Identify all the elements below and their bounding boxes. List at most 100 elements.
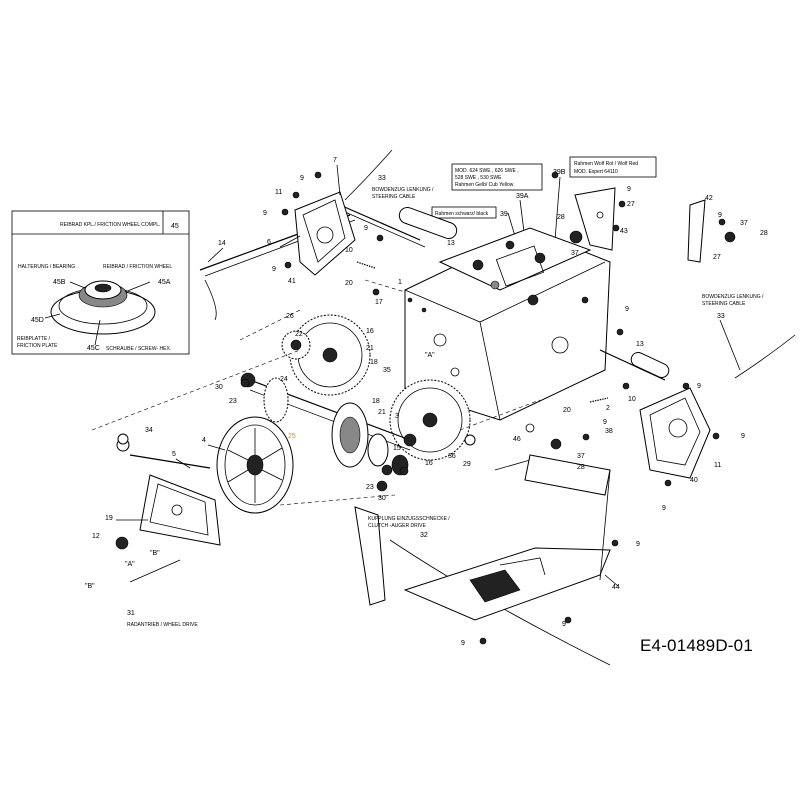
- svg-text:32: 32: [420, 532, 428, 539]
- inset-number: 45: [171, 223, 179, 230]
- svg-text:9: 9: [461, 640, 465, 647]
- ref-45B: 45B: [53, 279, 66, 286]
- svg-text:RADANTRIEB / WHEEL DRIVE: RADANTRIEB / WHEEL DRIVE: [127, 622, 198, 628]
- ref-39B: 39B: [553, 169, 566, 176]
- svg-text:10: 10: [345, 247, 353, 254]
- svg-text:9: 9: [603, 419, 607, 426]
- svg-text:11: 11: [275, 189, 282, 196]
- hardware: [117, 171, 726, 645]
- svg-text:BOWDENZUG LENKUNG /: BOWDENZUG LENKUNG /: [372, 187, 434, 193]
- svg-text:2: 2: [606, 405, 610, 412]
- svg-text:14: 14: [218, 240, 226, 247]
- wolf-line-1: Rahmen Wolf Rot / Wolf Red: [574, 161, 638, 167]
- svg-text:"B": "B": [150, 550, 160, 557]
- wolf-line-2: MOD. Expert 64110: [574, 169, 618, 175]
- svg-text:26: 26: [286, 313, 294, 320]
- svg-text:23: 23: [366, 484, 374, 491]
- svg-text:9: 9: [718, 212, 722, 219]
- wheel-drive-lever: "A" "B" "B" 31 RADANTRIEB / WHEEL DRIVE: [85, 438, 221, 628]
- svg-text:33: 33: [378, 175, 386, 182]
- svg-text:STEERING CABLE: STEERING CABLE: [372, 194, 416, 200]
- friction-wheel-inset: REIBRAD KPL./ FRICTION WHEEL COMPL. 45 H…: [11, 210, 190, 355]
- svg-text:16: 16: [425, 460, 433, 467]
- svg-text:37: 37: [740, 220, 748, 227]
- right-steering-bracket: [599, 349, 711, 479]
- bearing-label: HALTERUNG / BEARING: [18, 264, 75, 270]
- svg-text:22: 22: [295, 331, 303, 338]
- svg-text:28: 28: [577, 464, 585, 471]
- black-frame-label: Rahmen schwarz/ black: [435, 211, 489, 217]
- mod-line-3: Rahmen Gelb/ Cub Yellow: [455, 182, 514, 188]
- svg-text:43: 43: [620, 228, 628, 235]
- svg-text:29: 29: [463, 461, 471, 468]
- svg-text:15: 15: [393, 445, 401, 452]
- svg-text:9: 9: [741, 433, 745, 440]
- callout-25: 25: [288, 433, 296, 440]
- svg-text:16: 16: [366, 328, 374, 335]
- svg-text:BOWDENZUG LENKUNG /: BOWDENZUG LENKUNG /: [702, 294, 764, 300]
- svg-text:9: 9: [364, 225, 368, 232]
- svg-text:11: 11: [714, 462, 721, 469]
- svg-text:9: 9: [272, 266, 276, 273]
- svg-text:9: 9: [300, 175, 304, 182]
- diagram-code: E4-01489D-01: [640, 636, 753, 655]
- ref-45A: 45A: [158, 279, 171, 286]
- leader-lines: [116, 164, 741, 587]
- svg-text:30: 30: [215, 384, 223, 391]
- svg-text:10: 10: [628, 396, 636, 403]
- svg-text:4: 4: [202, 437, 206, 444]
- svg-text:STEERING CABLE: STEERING CABLE: [702, 301, 746, 307]
- svg-text:9: 9: [625, 306, 629, 313]
- ref-45C: 45C: [87, 345, 100, 352]
- plate-label-2: FRICTION PLATE: [17, 343, 58, 349]
- svg-text:31: 31: [127, 610, 135, 617]
- svg-text:9: 9: [627, 186, 631, 193]
- inset-title: REIBRAD KPL./ FRICTION WHEEL COMPL.: [60, 222, 160, 228]
- bottom-plate: [403, 454, 611, 621]
- wheel-label: REIBRAD / FRICTION WHEEL: [103, 264, 172, 270]
- svg-text:46: 46: [513, 436, 521, 443]
- svg-text:9: 9: [562, 621, 566, 628]
- plate-label-1: REIBPLATTE /: [17, 336, 51, 342]
- steering-cable-right: 33 BOWDENZUG LENKUNG / STEERING CABLE: [702, 294, 796, 379]
- svg-text:1: 1: [398, 279, 402, 286]
- svg-text:40: 40: [690, 477, 698, 484]
- svg-text:28: 28: [557, 214, 565, 221]
- svg-text:34: 34: [145, 427, 153, 434]
- svg-text:KUPPLUNG EINZUGSSCHNECKE /: KUPPLUNG EINZUGSSCHNECKE /: [368, 516, 450, 522]
- svg-text:28: 28: [760, 230, 768, 237]
- svg-text:23: 23: [229, 398, 237, 405]
- svg-text:30: 30: [378, 495, 386, 502]
- ref-39A: 39A: [516, 193, 529, 200]
- svg-text:9: 9: [662, 505, 666, 512]
- assembly-lines: [91, 279, 541, 506]
- svg-text:20: 20: [345, 280, 353, 287]
- ref-45D: 45D: [31, 317, 44, 324]
- svg-text:9: 9: [697, 383, 701, 390]
- svg-text:CLUTCH -AUGER DRIVE: CLUTCH -AUGER DRIVE: [368, 523, 426, 529]
- steering-cable-left: 33 BOWDENZUG LENKUNG / STEERING CABLE: [344, 149, 434, 201]
- mod-line-1: MOD. 624 SWE , 626 SWE ,: [455, 168, 519, 174]
- main-frame: "A": [404, 227, 611, 421]
- svg-text:"A": "A": [425, 352, 435, 359]
- svg-text:44: 44: [612, 584, 620, 591]
- svg-text:33: 33: [717, 313, 725, 320]
- svg-text:20: 20: [563, 407, 571, 414]
- svg-text:3: 3: [395, 413, 399, 420]
- svg-text:41: 41: [288, 278, 296, 285]
- svg-text:12: 12: [92, 533, 100, 540]
- svg-text:9: 9: [263, 210, 267, 217]
- model-boxes: MOD. 624 SWE , 626 SWE , 528 SWE , 530 S…: [431, 156, 657, 241]
- svg-text:21: 21: [366, 345, 374, 352]
- svg-text:18: 18: [372, 398, 380, 405]
- svg-text:18: 18: [370, 359, 378, 366]
- svg-text:42: 42: [705, 195, 713, 202]
- svg-text:37: 37: [571, 250, 579, 257]
- svg-text:37: 37: [577, 453, 585, 460]
- mod-line-2: 528 SWE , 530 SWE: [455, 175, 502, 181]
- svg-text:6: 6: [267, 239, 271, 246]
- svg-text:13: 13: [636, 341, 644, 348]
- svg-text:21: 21: [378, 409, 386, 416]
- svg-text:35: 35: [383, 367, 391, 374]
